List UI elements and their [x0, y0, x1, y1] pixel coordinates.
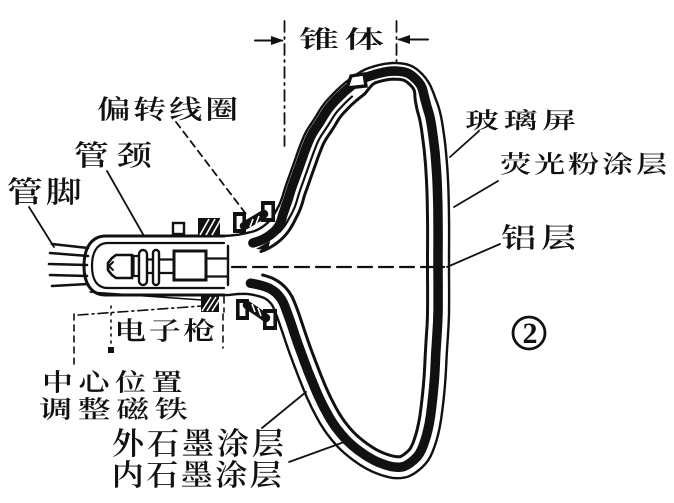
svg-text:2: 2 — [523, 317, 538, 350]
